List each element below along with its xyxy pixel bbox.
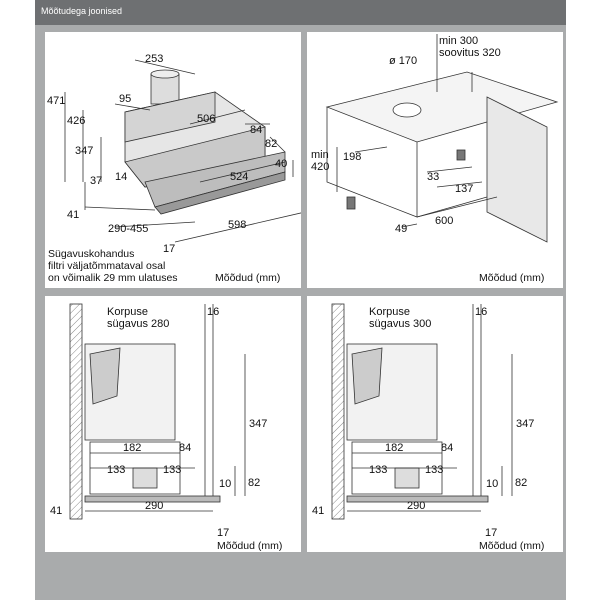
dim-347: 347 [75, 145, 93, 157]
note-line-3: on võimalik 29 mm ulatuses [48, 272, 178, 284]
dim-14: 14 [115, 171, 127, 183]
depth-label: sügavus 280 [107, 318, 169, 330]
panel-overall-dimensions: 253 471 426 95 506 84 82 347 14 37 524 4… [45, 32, 301, 288]
dim-17: 17 [217, 527, 229, 539]
bottom-bar [35, 560, 566, 600]
dim-253: 253 [145, 53, 163, 65]
unit-label: Mõõdud (mm) [215, 272, 280, 284]
dim-182: 182 [123, 442, 141, 454]
korpuse-label: Korpuse [107, 306, 148, 318]
dim-182: 182 [385, 442, 403, 454]
dim-10: 10 [219, 478, 231, 490]
dim-600: 600 [435, 215, 453, 227]
dim-10: 10 [486, 478, 498, 490]
dim-426: 426 [67, 115, 85, 127]
panel-side-section-300: Korpuse sügavus 300 16 347 182 84 133 13… [307, 296, 563, 552]
dim-290-455: 290-455 [108, 223, 148, 235]
dim-133-right: 133 [425, 464, 443, 476]
dim-598: 598 [228, 219, 246, 231]
dim-49: 49 [395, 223, 407, 235]
dim-soovitus-320: soovitus 320 [439, 47, 501, 59]
dim-82: 82 [265, 138, 277, 150]
page-background: Mõõtudega joonised [35, 0, 566, 600]
dim-min-label: min [311, 149, 329, 161]
dim-17: 17 [485, 527, 497, 539]
dim-17: 17 [163, 243, 175, 255]
dim-95: 95 [119, 93, 131, 105]
header-bar: Mõõtudega joonised [35, 0, 566, 25]
dim-133-left: 133 [107, 464, 125, 476]
dim-524: 524 [230, 171, 248, 183]
hood-perspective-drawing: 253 471 426 95 506 84 82 347 14 37 524 4… [47, 53, 301, 284]
unit-label: Mõõdud (mm) [479, 272, 544, 284]
dim-min-300: min 300 [439, 35, 478, 47]
dim-16: 16 [475, 306, 487, 318]
dim-41: 41 [67, 209, 79, 221]
dim-506: 506 [197, 113, 215, 125]
korpuse-label: Korpuse [369, 306, 410, 318]
dim-198: 198 [343, 151, 361, 163]
dim-41: 41 [312, 505, 324, 517]
dim-133-right: 133 [163, 464, 181, 476]
depth-label: sügavus 300 [369, 318, 431, 330]
note-line-1: Sügavuskohandus [48, 248, 134, 260]
note-line-2: filtri väljatõmmataval osal [48, 260, 165, 272]
installation-drawing: min 300 soovitus 320 ø 170 min 420 198 3… [311, 34, 559, 284]
dim-471: 471 [47, 95, 65, 107]
panel-installation: min 300 soovitus 320 ø 170 min 420 198 3… [307, 32, 563, 288]
dim-37: 37 [90, 175, 102, 187]
dim-41: 41 [50, 505, 62, 517]
panel-side-section-280: Korpuse sügavus 280 16 347 182 84 133 13… [45, 296, 301, 552]
dim-137: 137 [455, 183, 473, 195]
side-section-300-drawing: Korpuse sügavus 300 16 347 182 84 133 13… [312, 303, 544, 552]
dim-84: 84 [179, 442, 191, 454]
unit-label: Mõõdud (mm) [217, 540, 282, 552]
dim-420: 420 [311, 161, 329, 173]
dim-16: 16 [207, 306, 219, 318]
dim-290: 290 [145, 500, 163, 512]
dim-84: 84 [250, 124, 262, 136]
dim-diameter-170: ø 170 [389, 55, 417, 67]
dim-290: 290 [407, 500, 425, 512]
dim-347: 347 [516, 418, 534, 430]
dim-347: 347 [249, 418, 267, 430]
header-title: Mõõtudega joonised [41, 6, 123, 16]
dim-84: 84 [441, 442, 453, 454]
dim-82: 82 [248, 477, 260, 489]
dim-33: 33 [427, 171, 439, 183]
dim-133-left: 133 [369, 464, 387, 476]
dim-40: 40 [275, 158, 287, 170]
dim-82: 82 [515, 477, 527, 489]
unit-label: Mõõdud (mm) [479, 540, 544, 552]
side-section-280-drawing: Korpuse sügavus 280 16 347 182 84 133 13… [50, 303, 282, 552]
